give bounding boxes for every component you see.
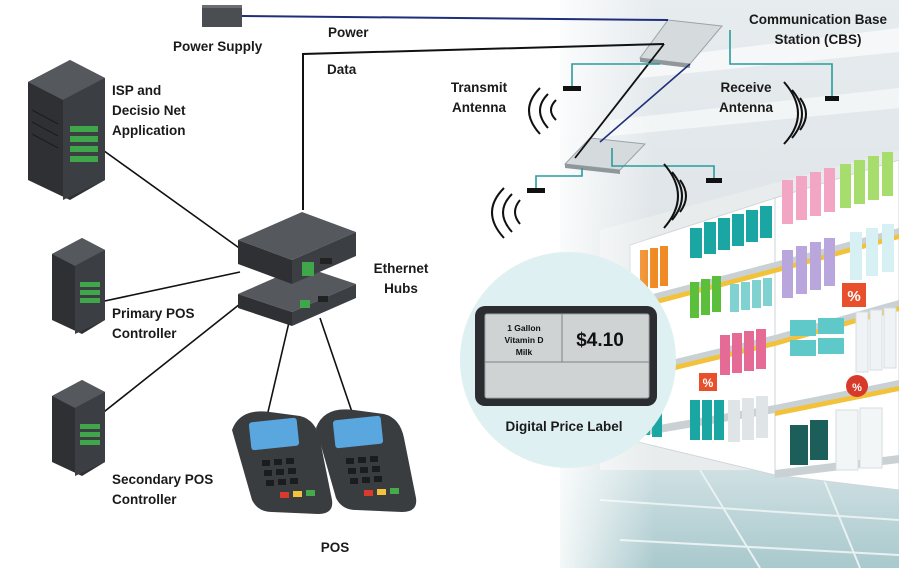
sale-badge-text: %	[703, 376, 714, 390]
data-line-diagonal	[574, 43, 665, 159]
store-shelves: % % %	[629, 152, 899, 491]
data-line	[302, 43, 665, 210]
transmit-antenna-label-line1: Transmit	[451, 80, 508, 95]
price-tag-product-line3: Milk	[516, 347, 533, 357]
pos-terminal-icon	[316, 409, 417, 512]
pos-link-1	[267, 317, 291, 413]
secondary-pos-link	[99, 299, 246, 416]
power-supply-label: Power Supply	[173, 39, 263, 54]
primary-pos-label-line1: Primary POS	[112, 306, 195, 321]
receive-antenna-link	[729, 30, 833, 96]
receive-antenna-label-line2: Antenna	[719, 100, 773, 115]
diagram-labels: Power Supply Power Data Communication Ba…	[112, 12, 888, 555]
antenna-icon	[783, 81, 839, 145]
ethernet-hubs-label-line1: Ethernet	[374, 261, 429, 276]
price-tag-price: $4.10	[576, 330, 624, 351]
power-label: Power	[328, 25, 369, 40]
isp-label-line1: ISP and	[112, 83, 161, 98]
transmit-antenna-link	[571, 63, 660, 86]
pos-label: POS	[321, 540, 350, 555]
pos-link-2	[319, 317, 353, 413]
primary-pos-link	[99, 271, 241, 303]
secondary-pos-controller-icon	[52, 380, 105, 476]
data-label: Data	[327, 62, 357, 77]
ethernet-hubs-label-line2: Hubs	[384, 281, 418, 296]
cbs-label-line2: Station (CBS)	[775, 32, 862, 47]
isp-label-line3: Application	[112, 123, 186, 138]
lower-receive-link	[611, 148, 715, 178]
price-tag-product-line2: Vitamin D	[504, 335, 543, 345]
sale-badge-text: %	[852, 382, 862, 394]
connection-lines	[99, 15, 833, 416]
power-supply-icon	[202, 5, 242, 27]
sale-burst	[846, 375, 868, 397]
lower-transmit-link	[535, 168, 583, 188]
cbs-label-line1: Communication Base	[749, 12, 888, 27]
power-line	[241, 15, 669, 21]
sale-badge	[842, 283, 866, 307]
ethernet-hub-icon	[238, 212, 356, 284]
primary-pos-label-line2: Controller	[112, 326, 177, 341]
secondary-pos-label-line2: Controller	[112, 492, 177, 507]
transmit-antenna-label-line2: Antenna	[452, 100, 506, 115]
price-tag-product-line1: 1 Gallon	[507, 323, 541, 333]
sale-badge-text: %	[847, 288, 860, 305]
digital-price-label-callout: 1 Gallon Vitamin D Milk $4.10	[460, 252, 676, 468]
power-line-to-lower-cbs	[599, 63, 691, 143]
isp-link	[99, 147, 243, 251]
primary-pos-controller-icon	[52, 238, 105, 334]
receive-antenna-label-line1: Receive	[720, 80, 772, 95]
pos-terminal-icon	[232, 411, 333, 514]
secondary-pos-label-line1: Secondary POS	[112, 472, 213, 487]
isp-server-icon	[28, 60, 105, 200]
antenna-icon	[663, 163, 722, 229]
antenna-icon	[491, 187, 545, 239]
ethernet-hub-icon	[238, 266, 356, 326]
sale-badge	[699, 373, 717, 391]
antenna-icon	[528, 86, 581, 135]
isp-label-line2: Decisio Net	[112, 103, 186, 118]
digital-price-label-caption: Digital Price Label	[505, 419, 622, 434]
